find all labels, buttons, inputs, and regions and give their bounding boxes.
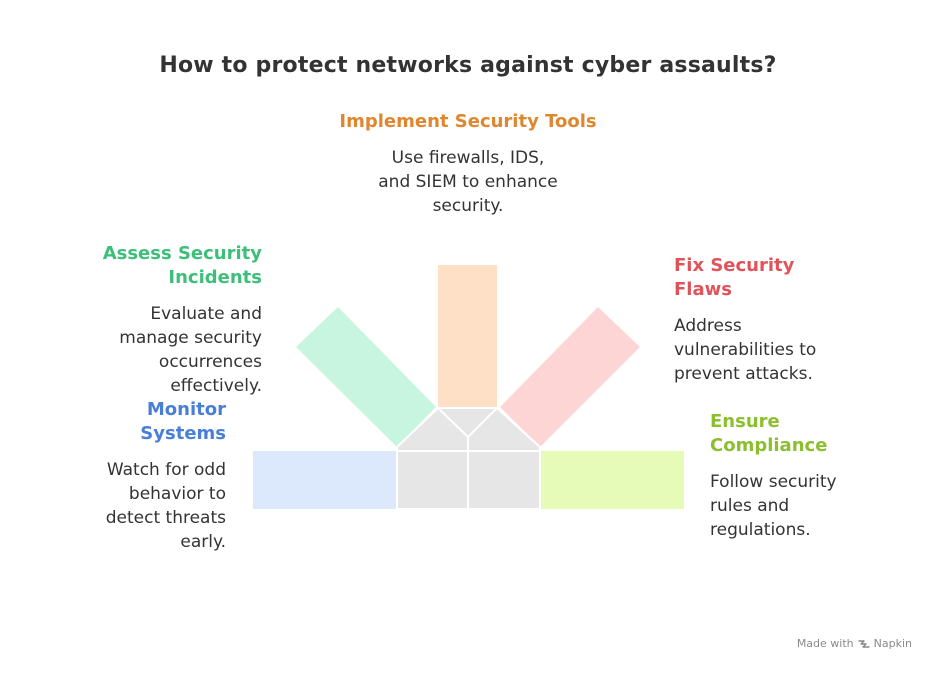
napkin-logo-icon [857,639,870,648]
made-with-footer[interactable]: Made with Napkin [797,637,912,650]
item-heading: Assess Security Incidents [102,243,262,288]
napkin-brand-label: Napkin [873,637,912,650]
item-ensure-compliance: Ensure Compliance Follow security rules … [710,410,870,542]
ray-monitor [253,451,397,509]
item-heading: Implement Security Tools [339,111,597,132]
ray-flaws [500,307,640,447]
item-monitor-systems: Monitor Systems Watch for odd behavior t… [76,398,226,554]
diagram-title: How to protect networks against cyber as… [159,53,777,78]
item-assess-incidents: Assess Security Incidents Evaluate and m… [82,242,262,398]
made-with-label: Made with [796,637,854,650]
hub [396,407,541,510]
item-heading: Ensure Compliance [710,411,828,456]
item-fix-flaws: Fix Security Flaws Address vulnerabiliti… [674,254,854,386]
item-description: Watch for odd behavior to detect threats… [105,460,226,552]
item-description: Address vulnerabilities to prevent attac… [674,316,817,384]
item-description: Use firewalls, IDS, and SIEM to enhance … [378,148,558,216]
item-heading: Fix Security Flaws [674,255,795,300]
ray-assess [296,307,436,447]
item-description: Evaluate and manage security occurrences… [119,304,262,396]
ray-compliance [540,451,684,509]
item-implement-tools: Implement Security Tools Use firewalls, … [338,110,598,218]
item-description: Follow security rules and regulations. [710,472,837,540]
item-heading: Monitor Systems [140,399,226,444]
ray-tools [438,265,497,408]
